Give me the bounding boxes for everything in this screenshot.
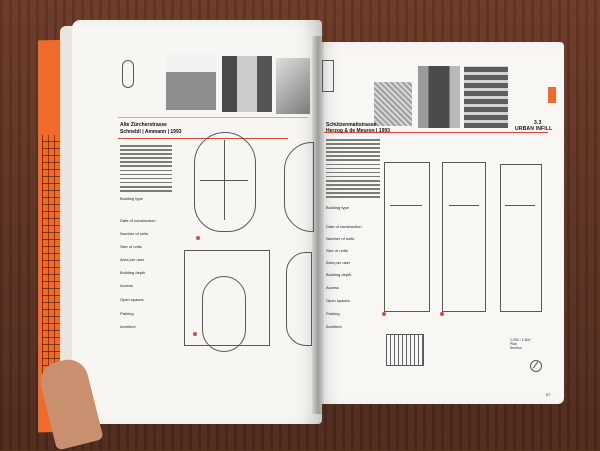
north-arrow-icon — [530, 360, 542, 372]
left-page-red-rule — [118, 138, 288, 139]
right-page-small-floor-plan — [322, 60, 334, 92]
right-page-photo-2 — [464, 66, 508, 128]
right-plan-divider-1 — [390, 205, 422, 206]
right-red-marker-2 — [440, 312, 444, 316]
right-project-title: Schützenmattstrasse — [326, 122, 377, 128]
right-page-photo-1 — [418, 66, 460, 128]
left-label-architect: Architect — [120, 324, 136, 329]
right-label-depth: Building depth — [326, 272, 352, 277]
left-project-description — [120, 145, 172, 194]
left-label-parking: Parking — [120, 311, 134, 316]
left-label-area: Area per user — [120, 257, 145, 262]
legend-line-3: Section — [510, 346, 522, 350]
section-number: 3.3 — [534, 120, 542, 126]
left-plan-wall-vertical — [224, 140, 225, 220]
left-bottom-oval-plan — [202, 276, 246, 352]
right-label-architect: Architect — [326, 324, 342, 329]
right-label-parking: Parking — [326, 311, 340, 316]
left-page-photo-3 — [276, 58, 310, 114]
right-section-drawing — [386, 334, 424, 366]
left-bottom-right-plan — [286, 252, 312, 346]
right-plan-3 — [500, 164, 542, 312]
right-plan-2 — [442, 162, 486, 312]
left-red-marker-1 — [196, 236, 200, 240]
left-large-floor-plan-top — [194, 132, 256, 232]
left-page-photo-1 — [166, 54, 216, 110]
left-page-divider — [118, 117, 308, 118]
right-label-date: Date of construction — [326, 224, 362, 229]
chapter-tab — [548, 87, 556, 103]
left-label-size: Size of units — [120, 244, 142, 249]
left-large-floor-plan-right — [284, 142, 314, 232]
left-page-small-floor-plan — [122, 60, 134, 88]
right-page-red-rule — [324, 132, 548, 133]
left-label-depth: Building depth — [120, 270, 146, 275]
right-plan-1 — [384, 162, 430, 312]
left-project-title: Alte Zürcherstrasse — [120, 122, 167, 128]
book-gutter — [312, 36, 324, 414]
right-label-units: Number of units — [326, 236, 355, 241]
left-page-photo-2 — [222, 56, 272, 112]
right-red-marker-1 — [382, 312, 386, 316]
right-label-area: Area per user — [326, 260, 351, 265]
left-label-open-spaces: Open spaces — [120, 297, 144, 302]
legend-line-1: 1:250 / 1:500 — [510, 338, 531, 342]
right-project-architects: Herzog & de Meuron | 1993 — [326, 128, 390, 134]
right-page-site-map — [374, 82, 412, 126]
right-label-building-type: Building type — [326, 205, 349, 210]
right-plan-divider-3 — [505, 205, 535, 206]
left-label-units: Number of units — [120, 231, 149, 236]
legend-line-2: Plan — [510, 342, 518, 346]
left-label-building-type: Building type — [120, 196, 143, 201]
left-red-marker-2 — [193, 332, 197, 336]
left-label-access: Access — [120, 283, 133, 288]
chapter-label: URBAN INFILL — [515, 126, 553, 132]
left-project-architects: Schnebli | Ammann | 1993 — [120, 129, 182, 135]
right-label-access: Access — [326, 285, 339, 290]
right-label-size: Size of units — [326, 248, 348, 253]
left-label-date: Date of construction — [120, 218, 156, 223]
right-page-legend: 1:250 / 1:500 Plan Section — [510, 338, 552, 350]
right-plan-divider-2 — [449, 205, 479, 206]
right-page-number: 87 — [546, 392, 551, 397]
right-project-description — [326, 139, 380, 200]
right-label-open-spaces: Open spaces — [326, 298, 350, 303]
